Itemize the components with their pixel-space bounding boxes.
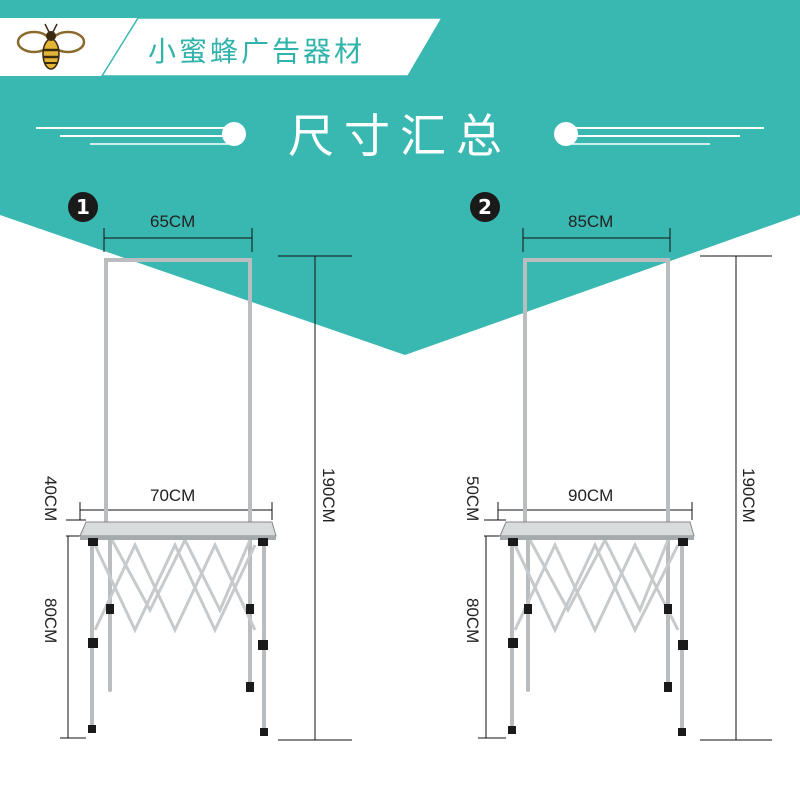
table-2-side-height-label: 50CM	[463, 476, 482, 522]
table-1-number-badge: 1	[68, 192, 98, 222]
table-1-table-width-label: 70CM	[150, 486, 196, 505]
table-2-total-height-label: 190CM	[739, 468, 758, 523]
brand-name: 小蜜蜂广告器材	[148, 35, 366, 68]
table-1-leg-height-label: 80CM	[41, 598, 60, 644]
table-1-total-height-label: 190CM	[319, 468, 338, 523]
table-1-side-height-label: 40CM	[41, 476, 60, 522]
table-2-top-width-label: 85CM	[568, 212, 614, 231]
page-title: 尺寸汇总	[288, 109, 512, 163]
table-2-leg-height-label: 80CM	[463, 598, 482, 644]
table-1-top-width-label: 65CM	[150, 212, 196, 231]
table-2-table-width-label: 90CM	[568, 486, 614, 505]
bee-icon	[16, 23, 86, 70]
table-2-number-badge: 2	[470, 192, 500, 222]
